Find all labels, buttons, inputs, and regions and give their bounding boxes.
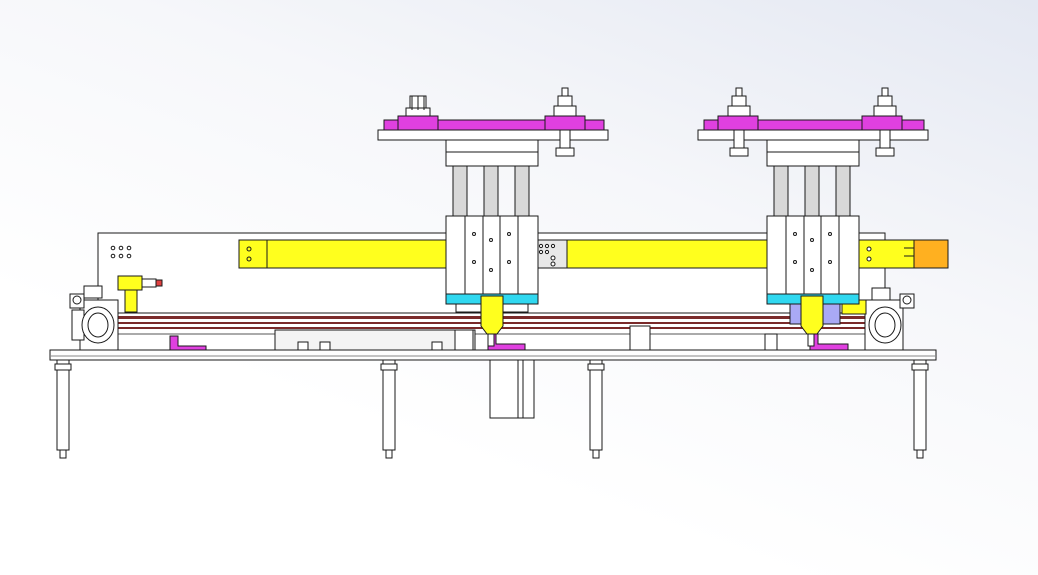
right-gripper-assembly: [697, 87, 929, 347]
adjust-knob: [405, 95, 431, 117]
base-frame: [49, 349, 937, 459]
magenta-plate: [383, 119, 605, 131]
orange-tip: [913, 239, 949, 269]
yellow-gripper: [800, 295, 824, 335]
drive-motor: [489, 359, 535, 419]
support-leg: [56, 359, 70, 459]
right-end-cylinder: [841, 287, 915, 351]
adjust-knob: [727, 87, 751, 157]
left-gripper-assembly: [377, 87, 609, 347]
support-leg: [589, 359, 603, 459]
left-end-cylinder: [69, 275, 163, 351]
hole-pattern: [110, 245, 132, 259]
support-leg: [382, 359, 396, 459]
rail-clamp: [169, 333, 849, 351]
yellow-gripper: [480, 295, 504, 335]
support-leg: [913, 359, 927, 459]
magenta-plate: [703, 119, 925, 131]
adjust-knob: [553, 87, 577, 157]
adjust-knob: [873, 87, 897, 157]
